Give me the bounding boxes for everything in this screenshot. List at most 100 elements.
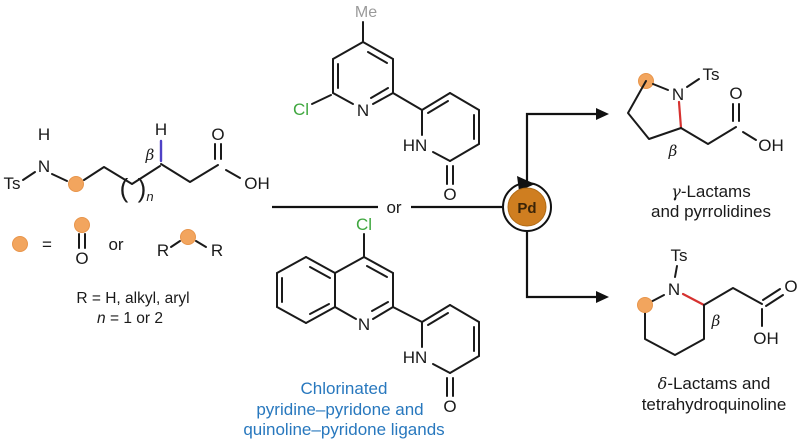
equals-sign: = — [42, 235, 52, 254]
product-caption-line-2: tetrahydroquinoline — [642, 395, 787, 414]
amide-n-label: N — [38, 157, 50, 176]
ring-double-bond — [371, 301, 389, 312]
ring-bond — [305, 256, 336, 274]
legend-or-label: or — [108, 235, 123, 254]
ring-bond — [449, 304, 480, 323]
beta-label: β — [711, 312, 721, 330]
bond — [225, 169, 241, 179]
pyridine-n-label: N — [357, 101, 369, 120]
ring-n-label: N — [668, 280, 680, 299]
ligand-pyridine-pyridone: Me N Cl HN O — [293, 4, 480, 204]
carbonyl-double-bond — [765, 294, 784, 307]
ring-bond — [449, 143, 480, 162]
ring-double-bond — [366, 265, 388, 278]
ring-bond — [421, 92, 451, 111]
ring-bond — [372, 92, 394, 105]
substrate-molecule: Ts H N ( ) n H β O OH — [4, 120, 270, 204]
caption-line-1: Chlorinated — [301, 379, 388, 398]
variable-carbon-dot — [637, 297, 653, 313]
bond — [742, 131, 757, 141]
ring-double-bond — [367, 51, 388, 64]
product-caption-line-1: γ-Lactams — [671, 182, 750, 201]
beta-h-label: H — [155, 120, 167, 139]
side-chain-bonds — [680, 126, 737, 145]
ring-bond — [652, 83, 669, 91]
ring-bond — [449, 92, 480, 111]
arrowhead-icon — [596, 291, 609, 303]
ring-bond — [332, 41, 364, 60]
ring-bond — [432, 151, 451, 162]
carbonyl-double-bond — [762, 288, 781, 301]
bond — [51, 173, 68, 182]
ring-bond — [432, 363, 451, 374]
ts-label: Ts — [4, 174, 21, 193]
pyridone-o-label: O — [443, 397, 456, 416]
biaryl-bond — [392, 92, 423, 111]
ring-bond — [276, 256, 307, 274]
ts-label: Ts — [671, 246, 688, 265]
oh-label: OH — [244, 174, 270, 193]
beta-label: β — [145, 146, 155, 164]
caption-line-2: pyridine–pyridone and — [256, 400, 423, 419]
ring-bond — [305, 306, 336, 324]
new-c-n-bond — [681, 292, 706, 307]
legend-r1-label: R — [157, 241, 169, 260]
pyridone-hn-label: HN — [403, 348, 428, 367]
arrowhead-icon — [596, 108, 609, 120]
ring-bonds — [644, 304, 705, 356]
bond — [195, 240, 207, 248]
product-caption-line-2: and pyrrolidines — [651, 202, 771, 221]
pd-disc — [507, 187, 547, 227]
legend-cr2-dot — [180, 229, 196, 245]
bond — [22, 171, 36, 181]
pd-catalyst: Pd — [502, 176, 552, 232]
n-definition: n = 1 or 2 — [97, 310, 163, 327]
ring-bond — [363, 256, 394, 274]
amide-h-label: H — [38, 125, 50, 144]
legend-o-label: O — [75, 249, 88, 268]
ring-bond — [362, 41, 394, 60]
new-c-n-bond — [677, 100, 683, 130]
ring-double-bond — [427, 100, 449, 114]
carbonyl-o-label: O — [211, 125, 224, 144]
ring-bonds — [627, 80, 682, 140]
r-definition: R = H, alkyl, aryl — [76, 290, 189, 307]
chain-bonds — [83, 165, 161, 185]
ring-bond — [449, 355, 480, 374]
repeat-n-subscript: n — [146, 189, 153, 204]
product-gamma-lactam: N Ts β O OH γ-Lactams and pyrrolidines — [627, 65, 784, 221]
bond — [686, 78, 700, 88]
chloro-label: Cl — [293, 100, 309, 119]
carbonyl-o-label: O — [784, 277, 797, 296]
variable-carbon-dot — [68, 176, 84, 192]
ring-bond — [372, 306, 394, 320]
product-caption-line-1: δ-Lactams and — [658, 374, 771, 393]
cycle-arrowhead-icon — [517, 176, 535, 191]
caption-line-3: quinoline–pyridone ligands — [243, 420, 444, 439]
product-delta-lactam: Ts N β O OH δ-Lactams and tetrahydroquin… — [637, 246, 798, 414]
dot-legend: = O or R R R = H, alkyl, aryl n = 1 or 2 — [12, 217, 223, 327]
arrow-to-bottom-product — [525, 232, 596, 299]
oh-label: OH — [753, 329, 779, 348]
branch-arrows — [525, 108, 609, 303]
arrow-to-top-product — [525, 112, 596, 182]
side-chain-bonds — [703, 287, 763, 306]
ring-bond — [332, 92, 354, 105]
quinoline-n-label: N — [358, 315, 370, 334]
ring-bond — [276, 306, 307, 324]
biaryl-bond — [392, 306, 423, 323]
pyridone-hn-label: HN — [403, 136, 428, 155]
ring-bond — [421, 304, 451, 323]
ring-bond — [334, 306, 357, 320]
carbonyl-o-label: O — [729, 84, 742, 103]
bond — [311, 94, 332, 105]
legend-dot — [12, 236, 28, 252]
bond — [170, 240, 181, 248]
reaction-line: or — [272, 198, 502, 217]
ring-double-bond — [309, 303, 330, 315]
chain-bonds — [160, 163, 219, 183]
beta-label: β — [668, 142, 678, 160]
pd-label: Pd — [517, 200, 536, 217]
